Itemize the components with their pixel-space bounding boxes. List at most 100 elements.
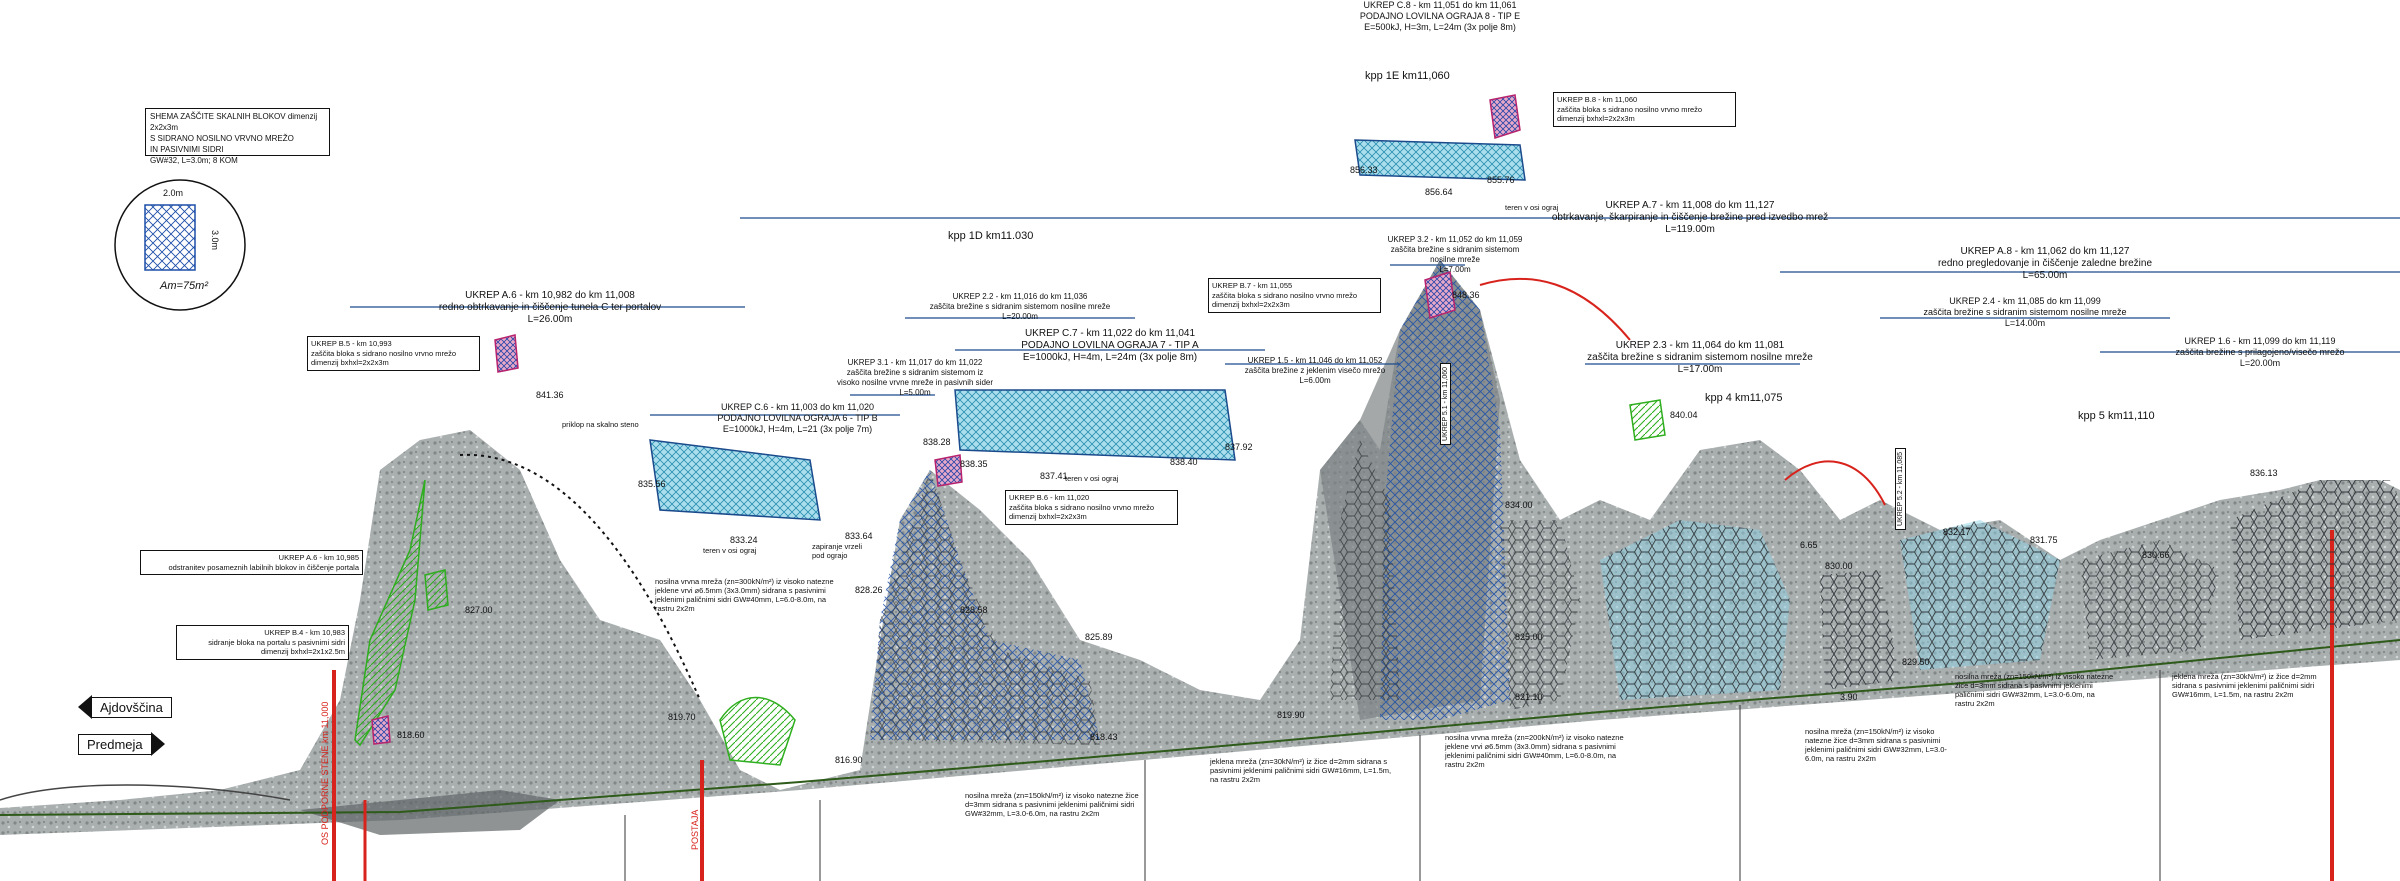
legend-line-4: GW#32, L=3.0m; 8 KOM [150, 156, 238, 165]
header-2-2: UKREP 2.2 - km 11,016 do km 11,036 zašči… [929, 292, 1111, 321]
arrow-right-icon [150, 732, 165, 756]
elev-819-70: 819.70 [668, 712, 696, 722]
arrow-left-icon [78, 695, 92, 719]
elev-856-64: 856.64 [1425, 187, 1453, 197]
elev-835-56: 835.56 [638, 479, 666, 489]
protected-blocks [371, 94, 1521, 745]
kpp-5: kpp 5 km11,110 [2078, 410, 2155, 422]
elev-837-41: 837.41 [1040, 471, 1068, 481]
legend-dim-side: 3.0m [210, 229, 221, 251]
direction-left: Ajdovščina [78, 695, 172, 719]
header-3-2: UKREP 3.2 - km 11,052 do km 11,059 zašči… [1387, 235, 1523, 274]
mesh-zones [870, 260, 2400, 745]
callout-b5: UKREP B.5 - km 10,993 zaščita bloka s si… [307, 336, 480, 371]
note-steel-30-1: jeklena mreža (zn=30kN/m²) iz žice d=2mm… [1210, 757, 1392, 784]
kpp-1e: kpp 1E km11,060 [1365, 70, 1450, 82]
legend-line-2: S SIDRANO NOSILNO VRVNO MREŽO [150, 134, 294, 143]
callout-b8: UKREP B.8 - km 11,060 zaščita bloka s si… [1553, 92, 1736, 127]
vertical-label-5-2: UKREP 5.2 - km 11,085 [1895, 447, 1906, 530]
kpp-4: kpp 4 km11,075 [1705, 392, 1783, 404]
header-3-1: UKREP 3.1 - km 11,017 do km 11,022 zašči… [836, 358, 994, 397]
note-terrain-2: teren v osi ograj [1065, 474, 1119, 483]
tunnel-portal-arc [0, 784, 291, 801]
elev-825-00: 825.00 [1515, 632, 1543, 642]
elev-821-10: 821.10 [1515, 692, 1543, 702]
direction-right: Predmeja [78, 732, 165, 756]
kpp-1d: kpp 1D km11.030 [948, 230, 1034, 242]
elev-841-36: 841.36 [536, 390, 564, 400]
legend-scheme [114, 179, 246, 311]
elev-818-43: 818.43 [1090, 732, 1118, 742]
callout-a6-portal: UKREP A.6 - km 10,985 odstranitev posame… [140, 550, 363, 575]
header-a8: UKREP A.8 - km 11,062 do km 11,127 redno… [1937, 246, 2153, 281]
callout-b7: UKREP B.7 - km 11,055 zaščita bloka s si… [1208, 278, 1381, 313]
callout-b4: UKREP B.4 - km 10,983 sidranje bloka na … [176, 625, 349, 660]
elev-831-75: 831.75 [2030, 535, 2058, 545]
elev-836-13: 836.13 [2250, 468, 2278, 478]
rock-outline-dashed [459, 453, 701, 701]
vertical-label-axis: OS PODPORNE STENE km 11,000 [320, 701, 330, 845]
note-mesh-150-1: nosilna mreža (zn=150kN/m²) iz visoko na… [965, 791, 1139, 818]
vertical-label-5-1: UKREP 5.1 - km 11,060 [1440, 362, 1451, 445]
header-c6: UKREP C.6 - km 11,003 do km 11,020 PODAJ… [717, 402, 878, 434]
legend-title-box: SHEMA ZAŠČITE SKALNIH BLOKOV dimenzij 2x… [145, 108, 330, 165]
legend-area: Am=75m² [160, 280, 208, 292]
elev-833-64: 833.64 [845, 531, 873, 541]
elev-827-00: 827.00 [465, 605, 493, 615]
note-steel-30-2: jeklena mreža (zn=30kN/m²) iz žice d=2mm… [2172, 672, 2317, 699]
elev-830-66: 830.66 [2142, 550, 2170, 560]
direction-right-label: Predmeja [78, 733, 151, 755]
note-terrain-3: teren v osi ograj [1505, 203, 1559, 212]
elev-828-58: 828.58 [960, 605, 988, 615]
station-lines [624, 670, 2161, 881]
elev-832-17: 832.17 [1943, 527, 1971, 537]
header-a6: UKREP A.6 - km 10,982 do km 11,008 redno… [438, 290, 662, 325]
elev-838-28: 838.28 [923, 437, 951, 447]
elev-825-89: 825.89 [1085, 632, 1113, 642]
legend-dim-top: 2.0m [163, 188, 184, 198]
elev-837-92: 837.92 [1225, 442, 1253, 452]
elev-840-04: 840.04 [1670, 410, 1698, 420]
elev-828-26: 828.26 [855, 585, 883, 595]
dim-3-90: 3.90 [1840, 692, 1858, 702]
note-gap-closing: zapiranje vrzeli pod ograjo [812, 542, 863, 560]
elev-856-33: 856.33 [1350, 165, 1378, 175]
note-terrain-1: teren v osi ograj [703, 546, 757, 555]
elev-855-76: 855.76 [1487, 175, 1515, 185]
elev-816-90: 816.90 [835, 755, 863, 765]
elev-818-60: 818.60 [397, 730, 425, 740]
header-a7: UKREP A.7 - km 11,008 do km 11,127 obtrk… [1551, 200, 1829, 235]
note-wall-attach: priklop na skalno steno [562, 420, 639, 429]
header-1-5: UKREP 1.5 - km 11,046 do km 11,052 zašči… [1244, 356, 1386, 385]
elev-834-00: 834.00 [1505, 500, 1533, 510]
elev-848-36: 848.36 [1452, 290, 1480, 300]
elev-829-50: 829.50 [1902, 657, 1930, 667]
dim-6-65: 6.65 [1800, 540, 1818, 550]
header-c8: UKREP C.8 - km 11,051 do km 11,061 PODAJ… [1359, 0, 1521, 32]
dimension-lines [350, 217, 2400, 416]
elev-819-90: 819.90 [1277, 710, 1305, 720]
vertical-label-postaja: POSTAJA [690, 809, 700, 850]
elev-833-24: 833.24 [730, 535, 758, 545]
road-surface-line [0, 639, 2400, 816]
note-rope-mesh-1: nosilna vrvna mreža (zn=300kN/m²) iz vis… [655, 577, 834, 613]
header-c7: UKREP C.7 - km 11,022 do km 11,041 PODAJ… [1021, 328, 1199, 363]
elev-830-00: 830.00 [1825, 561, 1853, 571]
direction-left-label: Ajdovščina [92, 696, 172, 718]
header-2-3: UKREP 2.3 - km 11,064 do km 11,081 zašči… [1587, 340, 1813, 375]
legend-line-1: SHEMA ZAŠČITE SKALNIH BLOKOV dimenzij 2x… [150, 112, 318, 132]
catch-fences [649, 139, 1526, 521]
header-2-4: UKREP 2.4 - km 11,085 do km 11,099 zašči… [1923, 296, 2127, 328]
note-mesh-150-2: nosilna mreža (zn=150kN/m²) iz visoko na… [1805, 727, 1947, 763]
note-rope-mesh-2: nosilna vrvna mreža (zn=200kN/m²) iz vis… [1445, 733, 1624, 769]
drape-curves [1479, 277, 1886, 506]
elev-838-40: 838.40 [1170, 457, 1198, 467]
green-hatch-areas [354, 399, 1666, 766]
elev-838-35: 838.35 [960, 459, 988, 469]
header-1-6: UKREP 1.6 - km 11,099 do km 11,119 zašči… [2175, 336, 2345, 368]
note-mesh-150-3: nosilna mreža (zn=150kN/m²) iz visoko na… [1955, 672, 2114, 708]
legend-line-3: IN PASIVNIMI SIDRI [150, 145, 224, 154]
callout-b6: UKREP B.6 - km 11,020 zaščita bloka s si… [1005, 490, 1178, 525]
